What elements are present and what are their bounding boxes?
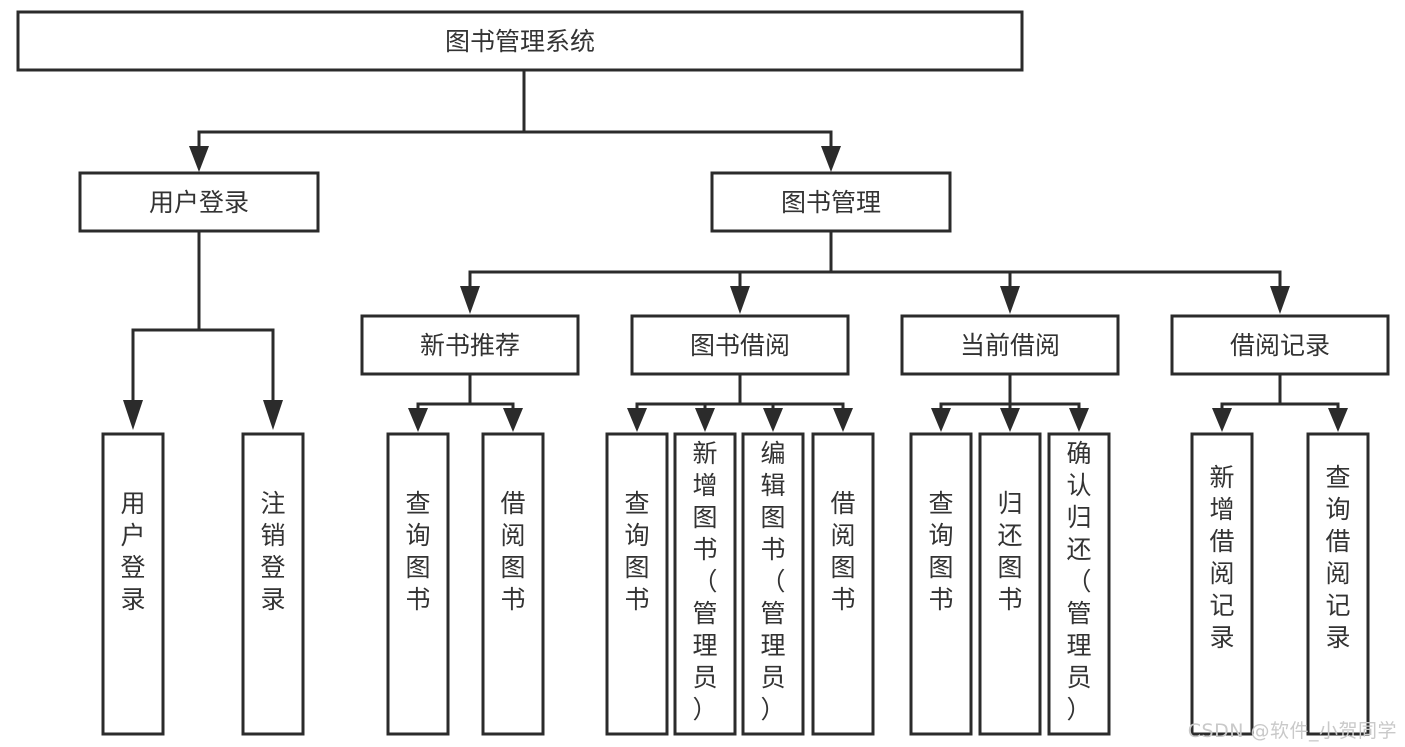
arrow-bookborrow-leaf-4 (833, 408, 853, 432)
node-book-borrow-label: 图书借阅 (690, 331, 790, 360)
node-book-borrow-box[interactable] (630, 314, 850, 376)
node-book-borrow[interactable]: 图书借阅 (630, 314, 850, 376)
arrow-bookborrow-leaf-1 (627, 408, 647, 432)
node-leaf-query-book-2-box[interactable] (605, 432, 669, 736)
node-leaf-query-book-1-box[interactable] (386, 432, 450, 736)
node-root[interactable]: 图书管理系统 (16, 10, 1024, 72)
arrow-root-to-user-login (189, 146, 209, 172)
node-current-borrow-label: 当前借阅 (960, 331, 1060, 360)
node-new-book-recommend-box[interactable] (360, 314, 580, 376)
node-leaf-logout-login[interactable]: 注销登录 (241, 432, 305, 736)
node-leaf-edit-book[interactable]: 编辑图书（管理员） (741, 432, 805, 736)
arrow-currentborrow-leaf-2 (1000, 408, 1020, 432)
node-leaf-edit-book-label: 编辑图书（管理员） (760, 439, 785, 724)
node-new-book-recommend-label: 新书推荐 (420, 331, 520, 360)
node-leaf-user-login[interactable]: 用户登录 (101, 432, 165, 736)
node-borrow-record-label: 借阅记录 (1230, 331, 1330, 360)
node-leaf-query-book-1[interactable]: 查询图书 (386, 432, 450, 736)
node-book-manage[interactable]: 图书管理 (710, 171, 952, 233)
node-leaf-query-book-1-label: 查询图书 (405, 489, 430, 614)
arrow-bookborrow-leaf-3 (763, 408, 783, 432)
node-current-borrow-box[interactable] (900, 314, 1120, 376)
node-leaf-add-book[interactable]: 新增图书（管理员） (673, 432, 737, 736)
node-user-login-box[interactable] (78, 171, 320, 233)
arrow-bookmanage-new-book (460, 286, 480, 314)
node-leaf-return-book-box[interactable] (978, 432, 1042, 736)
node-leaf-borrow-book-1-box[interactable] (481, 432, 545, 736)
node-leaf-query-book-3-box[interactable] (909, 432, 973, 736)
node-root-label: 图书管理系统 (445, 27, 595, 56)
node-leaf-add-book-label: 新增图书（管理员） (692, 439, 717, 724)
arrow-borrowrecord-leaf-1 (1212, 408, 1232, 432)
node-leaf-add-record-label: 新增借阅记录 (1209, 463, 1234, 652)
node-leaf-confirm-return-box[interactable] (1047, 432, 1111, 736)
node-leaf-return-book-label: 归还图书 (997, 489, 1022, 614)
node-leaf-borrow-book-2-label: 借阅图书 (830, 489, 855, 614)
arrow-bookmanage-record (1270, 286, 1290, 314)
node-user-login[interactable]: 用户登录 (78, 171, 320, 233)
csdn-watermark: CSDN @软件_小贺同学 (1187, 720, 1397, 742)
node-leaf-query-record[interactable]: 查询借阅记录 (1306, 432, 1370, 736)
arrow-currentborrow-leaf-3 (1069, 408, 1089, 432)
node-leaf-add-record-box[interactable] (1190, 432, 1254, 736)
arrow-borrowrecord-leaf-2 (1328, 408, 1348, 432)
node-leaf-add-book-box[interactable] (673, 432, 737, 736)
node-leaf-confirm-return-label: 确认归还（管理员） (1066, 439, 1091, 724)
node-current-borrow[interactable]: 当前借阅 (900, 314, 1120, 376)
node-borrow-record[interactable]: 借阅记录 (1170, 314, 1390, 376)
arrow-bookmanage-current (1000, 286, 1020, 314)
node-leaf-borrow-book-2-box[interactable] (811, 432, 875, 736)
node-leaf-user-login-label: 用户登录 (120, 489, 145, 614)
node-leaf-borrow-book-1-label: 借阅图书 (500, 489, 525, 614)
node-leaf-user-login-box[interactable] (101, 432, 165, 736)
node-leaf-query-record-box[interactable] (1306, 432, 1370, 736)
node-borrow-record-box[interactable] (1170, 314, 1390, 376)
arrow-newbook-leaf-2 (503, 408, 523, 432)
node-new-book-recommend[interactable]: 新书推荐 (360, 314, 580, 376)
node-leaf-edit-book-box[interactable] (741, 432, 805, 736)
node-leaf-query-book-2-label: 查询图书 (624, 489, 649, 614)
connector-group (123, 68, 1348, 432)
node-book-manage-label: 图书管理 (781, 188, 881, 217)
node-leaf-logout-login-box[interactable] (241, 432, 305, 736)
arrow-bookborrow-leaf-2 (695, 408, 715, 432)
arrow-userlogin-leaf-2 (263, 400, 283, 430)
node-leaf-logout-login-label: 注销登录 (260, 489, 285, 614)
node-root-box[interactable] (16, 10, 1024, 72)
node-leaf-borrow-book-1[interactable]: 借阅图书 (481, 432, 545, 736)
node-leaf-return-book[interactable]: 归还图书 (978, 432, 1042, 736)
node-leaf-query-record-label: 查询借阅记录 (1325, 463, 1350, 652)
node-leaf-confirm-return[interactable]: 确认归还（管理员） (1047, 432, 1111, 736)
arrow-newbook-leaf-1 (408, 408, 428, 432)
arrow-currentborrow-leaf-1 (931, 408, 951, 432)
arrow-bookmanage-borrow (730, 286, 750, 314)
node-leaf-query-book-3[interactable]: 查询图书 (909, 432, 973, 736)
arrow-userlogin-leaf-1 (123, 400, 143, 430)
node-leaf-borrow-book-2[interactable]: 借阅图书 (811, 432, 875, 736)
node-leaf-query-book-2[interactable]: 查询图书 (605, 432, 669, 736)
node-leaf-add-record[interactable]: 新增借阅记录 (1190, 432, 1254, 736)
node-leaf-query-book-3-label: 查询图书 (928, 489, 953, 614)
node-book-manage-box[interactable] (710, 171, 952, 233)
arrow-root-to-book-manage (821, 146, 841, 172)
node-user-login-label: 用户登录 (149, 188, 249, 217)
